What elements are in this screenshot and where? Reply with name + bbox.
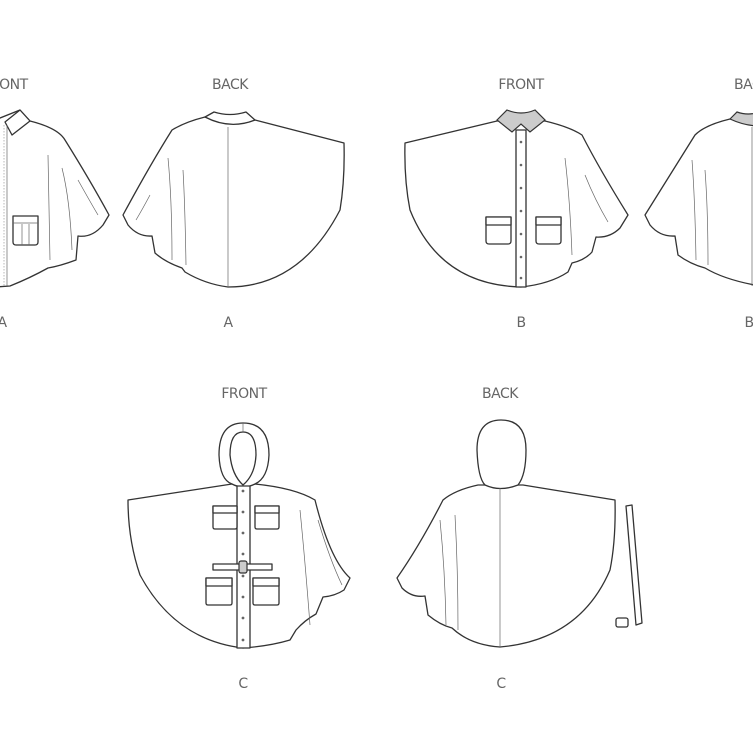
back-c-heading: BACK [482,386,519,402]
front-a-view-letter: A [0,315,7,331]
front-a-drawing: FRONT A [0,77,110,331]
back-a-heading: BACK [212,77,249,93]
front-c-drawing: FRONT C [127,386,351,692]
front-c-heading: FRONT [221,386,267,402]
back-a-view-letter: A [223,315,233,331]
front-a-heading: FRONT [0,77,29,93]
back-b-drawing: BACK B [644,77,753,331]
front-b-heading: FRONT [498,77,544,93]
front-b-drawing: FRONT B [404,77,629,331]
front-c-view-letter: C [238,676,248,692]
front-b-view-letter: B [516,315,525,331]
back-c-view-letter: C [496,676,506,692]
back-c-drawing: BACK C [396,386,643,692]
back-b-view-letter: B [744,315,753,331]
back-a-drawing: BACK A [122,77,345,331]
back-b-heading: BACK [734,77,753,93]
